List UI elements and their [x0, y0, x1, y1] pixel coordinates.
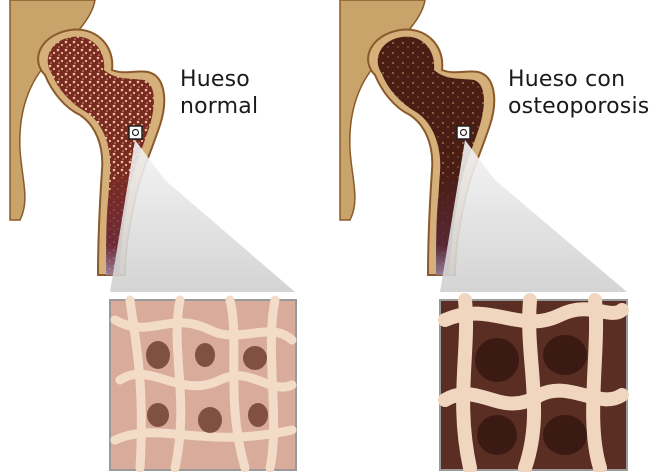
magnifier-square-icon — [457, 126, 470, 139]
label-line: Hueso — [180, 66, 258, 93]
osteoporosis-bone-label: Hueso con osteoporosis — [508, 66, 649, 120]
zoom-cone — [440, 140, 627, 292]
magnifier-square-icon — [129, 126, 142, 139]
osteoporosis-trabecular-inset — [440, 300, 627, 470]
normal-bone-label: Hueso normal — [180, 66, 258, 120]
label-line: osteoporosis — [508, 93, 649, 120]
label-line: Hueso con — [508, 66, 649, 93]
zoom-cone — [110, 140, 295, 292]
normal-trabecular-inset — [110, 300, 296, 470]
label-line: normal — [180, 93, 258, 120]
